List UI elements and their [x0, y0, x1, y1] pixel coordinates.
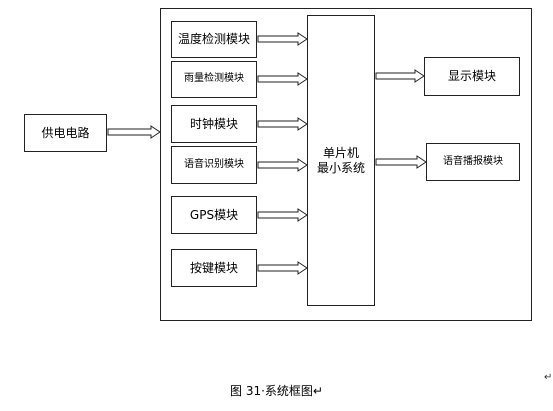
arrow-voice-recognition-to-mcu [257, 158, 308, 172]
voice-broadcast-module-box: 语音播报模块 [426, 143, 520, 181]
figure-caption: 图 31·系统框图↵ [230, 384, 323, 398]
gps-module-box: GPS模块 [171, 196, 257, 234]
arrow-clock-to-mcu [257, 117, 308, 131]
power-supply-label: 供电电路 [41, 125, 90, 140]
arrow-rain-to-mcu [257, 72, 308, 86]
arrow-temperature-to-mcu [257, 32, 308, 46]
button-module-label: 按键模块 [189, 260, 238, 275]
mcu-label-line2: 最小系统 [316, 160, 365, 175]
arrow-mcu-to-voice-broadcast [375, 155, 427, 169]
arrow-gps-to-mcu [257, 208, 308, 222]
power-supply-box: 供电电路 [24, 114, 107, 152]
rain-module-box: 雨量检测模块 [171, 61, 257, 98]
display-module-label: 显示模块 [447, 69, 496, 83]
paragraph-mark: ↵ [544, 372, 553, 383]
voice-recognition-module-box: 语音识别模块 [171, 146, 257, 184]
arrow-group [107, 32, 427, 275]
mcu-box: 单片机 最小系统 [307, 15, 375, 306]
voice-broadcast-module-label: 语音播报模块 [443, 155, 503, 167]
voice-recognition-module-label: 语音识别模块 [184, 158, 244, 170]
button-module-box: 按键模块 [171, 249, 257, 287]
temperature-module-box: 温度检测模块 [171, 21, 257, 58]
gps-module-label: GPS模块 [189, 207, 239, 222]
arrow-mcu-to-display [375, 69, 425, 83]
display-module-box: 显示模块 [424, 57, 520, 96]
mcu-label-line1: 单片机 [322, 145, 359, 160]
temperature-module-label: 温度检测模块 [177, 32, 250, 46]
system-boundary [160, 8, 532, 321]
arrow-power-to-system [107, 125, 161, 139]
clock-module-label: 时钟模块 [189, 116, 238, 131]
clock-module-box: 时钟模块 [171, 105, 257, 143]
rain-module-label: 雨量检测模块 [184, 73, 244, 85]
arrow-button-to-mcu [257, 261, 308, 275]
